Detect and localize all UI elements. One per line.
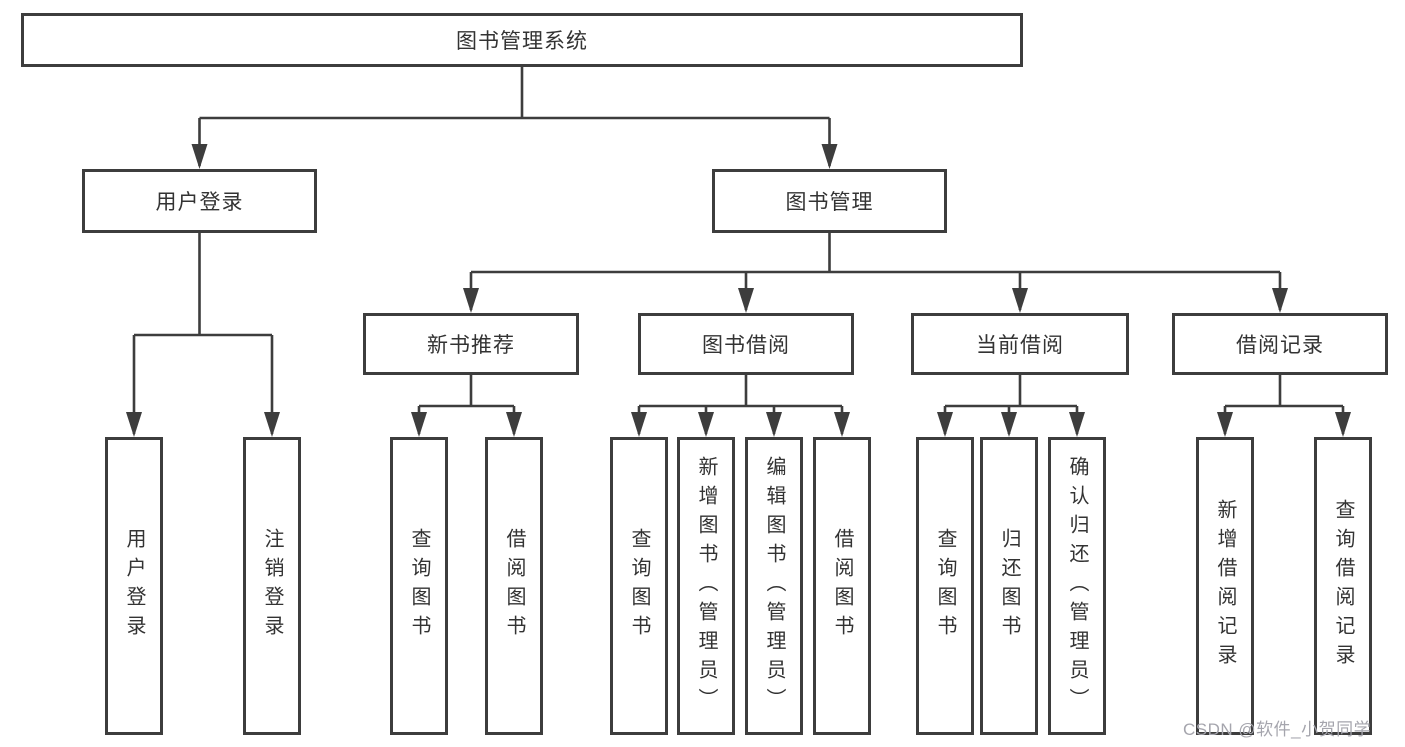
- node-current-borrow: 当前借阅: [911, 313, 1129, 375]
- leaf-label: 编辑图书（管理员）: [763, 455, 785, 717]
- leaf-label: 查询图书: [934, 528, 956, 644]
- node-leaf-query-books-2: 查询图书: [610, 437, 668, 735]
- node-book-management: 图书管理: [712, 169, 947, 233]
- node-leaf-query-borrow-record: 查询借阅记录: [1314, 437, 1372, 735]
- leaf-label: 借阅图书: [831, 528, 853, 644]
- node-book-borrow: 图书借阅: [638, 313, 854, 375]
- leaf-label: 查询图书: [408, 528, 430, 644]
- leaf-label: 借阅图书: [503, 528, 525, 644]
- node-leaf-borrow-books-1: 借阅图书: [485, 437, 543, 735]
- node-leaf-edit-books-admin: 编辑图书（管理员）: [745, 437, 803, 735]
- node-leaf-add-books-admin: 新增图书（管理员）: [677, 437, 735, 735]
- leaf-label: 归还图书: [998, 528, 1020, 644]
- node-leaf-user-login: 用户登录: [105, 437, 163, 735]
- leaf-label: 查询图书: [628, 528, 650, 644]
- node-borrow-records: 借阅记录: [1172, 313, 1388, 375]
- leaf-label: 注销登录: [261, 528, 283, 644]
- node-leaf-confirm-return-admin: 确认归还（管理员）: [1048, 437, 1106, 735]
- node-root: 图书管理系统: [21, 13, 1023, 67]
- node-user-login: 用户登录: [82, 169, 317, 233]
- leaf-label: 新增借阅记录: [1214, 499, 1236, 673]
- leaf-label: 新增图书（管理员）: [695, 455, 717, 717]
- leaf-label: 查询借阅记录: [1332, 499, 1354, 673]
- node-leaf-query-books-1: 查询图书: [390, 437, 448, 735]
- node-leaf-borrow-books-2: 借阅图书: [813, 437, 871, 735]
- node-leaf-add-borrow-record: 新增借阅记录: [1196, 437, 1254, 735]
- leaf-label: 用户登录: [123, 528, 145, 644]
- node-leaf-return-books: 归还图书: [980, 437, 1038, 735]
- node-new-book-recommend: 新书推荐: [363, 313, 579, 375]
- leaf-label: 确认归还（管理员）: [1066, 455, 1088, 717]
- csdn-watermark: CSDN @软件_小贺同学: [1183, 720, 1372, 739]
- node-leaf-logout: 注销登录: [243, 437, 301, 735]
- node-leaf-query-books-3: 查询图书: [916, 437, 974, 735]
